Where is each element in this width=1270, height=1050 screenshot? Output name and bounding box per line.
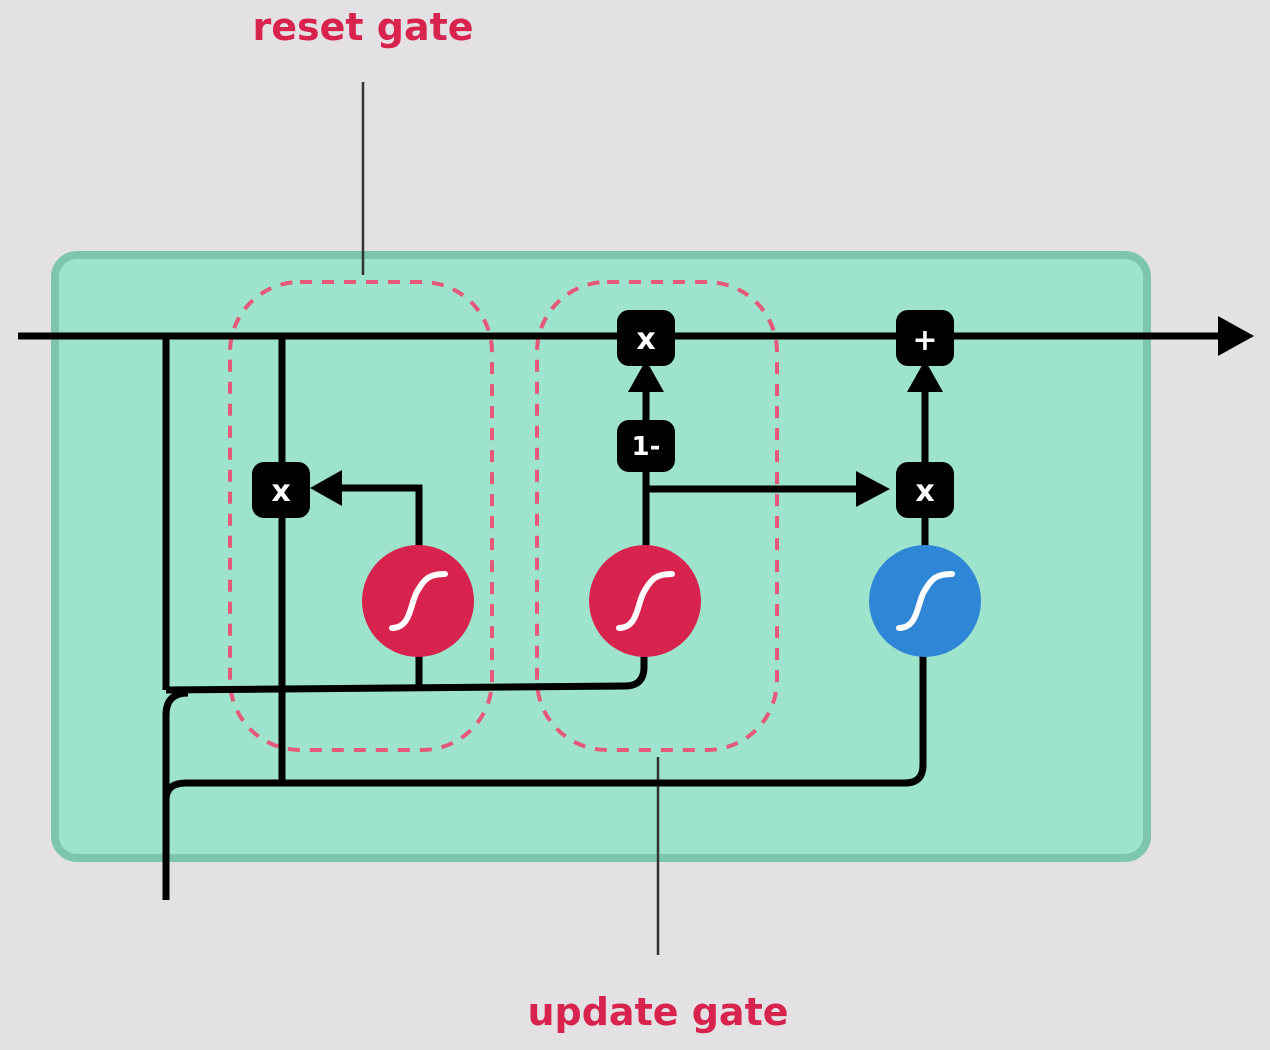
gru-cell-box — [51, 251, 1151, 862]
candidate-multiply-op: x — [896, 462, 954, 518]
svg-text:x: x — [636, 322, 655, 357]
one-minus-arrowhead — [628, 360, 664, 392]
svg-text:+: + — [912, 323, 937, 358]
svg-text:x: x — [271, 474, 290, 509]
reset-multiply-op: x — [252, 462, 310, 518]
update-gate-label: update gate — [527, 990, 788, 1034]
tanh-icon — [869, 545, 981, 657]
reset-gate-arrowhead — [310, 470, 342, 506]
reset-sigmoid-icon — [362, 545, 474, 657]
one-minus-op: 1- — [617, 420, 675, 472]
update-to-multiply-arrowhead — [856, 471, 890, 507]
add-op: + — [896, 310, 954, 366]
svg-text:1-: 1- — [632, 432, 661, 462]
reset-gate-label: reset gate — [252, 5, 473, 49]
output-arrowhead — [1218, 316, 1254, 356]
svg-text:x: x — [915, 474, 934, 509]
reset-gate-region — [228, 280, 494, 752]
reset-gate-signal — [330, 484, 423, 552]
update-multiply-op: x — [617, 310, 675, 366]
update-sigmoid-icon — [589, 545, 701, 657]
update-gate-region — [535, 280, 779, 752]
multiply-to-add-arrowhead — [907, 360, 943, 392]
input-to-tanh-line — [162, 650, 927, 801]
gate-input-bus — [165, 650, 648, 694]
